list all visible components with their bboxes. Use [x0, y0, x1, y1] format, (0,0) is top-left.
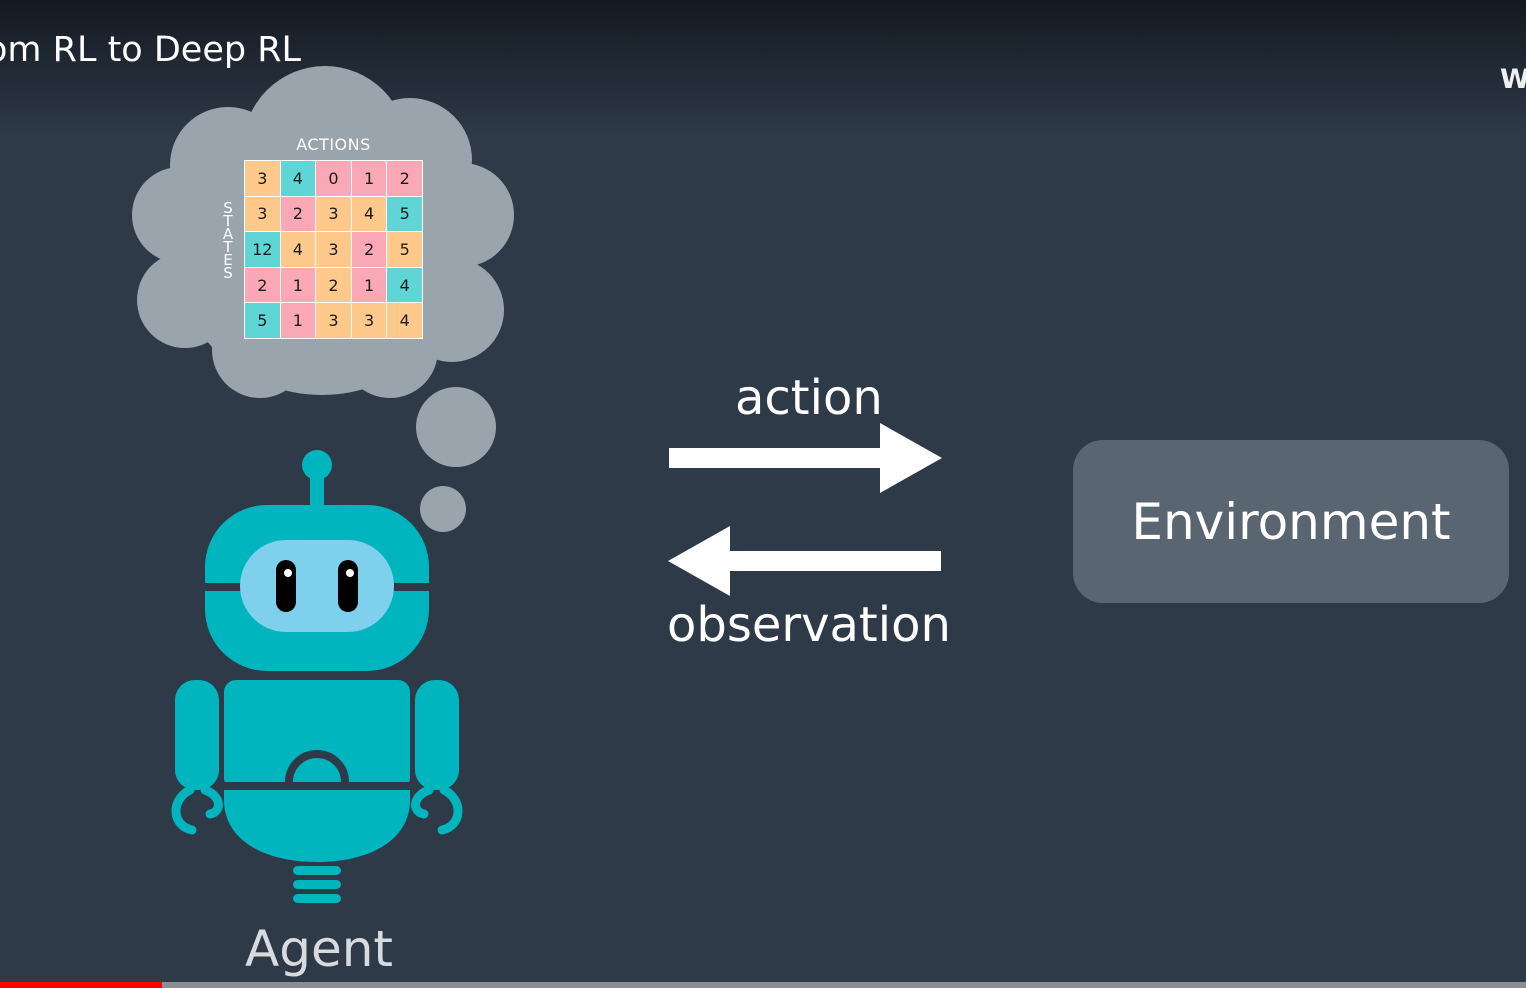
- environment-box: Environment: [1073, 440, 1509, 603]
- right-arrow-icon: [669, 423, 942, 493]
- q-table-cell: 4: [280, 161, 316, 196]
- action-label: action: [735, 370, 883, 426]
- q-table-cell: 1: [351, 267, 387, 303]
- q-table-cell: 5: [387, 196, 422, 232]
- q-table-cell: 12: [245, 232, 280, 267]
- video-progress-fill: [0, 982, 162, 988]
- q-table-cell: 5: [245, 303, 280, 338]
- left-arrow-icon: [668, 526, 941, 596]
- environment-label: Environment: [1131, 492, 1451, 551]
- q-table-cell: 3: [316, 303, 351, 338]
- corner-watermark: W: [1500, 64, 1526, 95]
- q-table-cell: 3: [316, 232, 351, 267]
- q-table-states-label: S T A T E S: [222, 199, 234, 282]
- q-table-cell: 2: [316, 267, 351, 303]
- q-table-cell: 2: [387, 161, 422, 196]
- q-table-cell: 3: [245, 161, 280, 196]
- q-table-cell: 2: [351, 232, 387, 267]
- q-table-cell: 2: [245, 267, 280, 303]
- q-table-actions-label: ACTIONS: [296, 135, 371, 154]
- q-table-cell: 1: [280, 267, 316, 303]
- q-table-cell: 5: [387, 232, 422, 267]
- video-title[interactable]: om RL to Deep RL: [0, 30, 302, 70]
- q-table-cell: 2: [280, 196, 316, 232]
- q-table-cell: 4: [387, 267, 422, 303]
- q-table-cell: 3: [316, 196, 351, 232]
- q-table-cell: 1: [280, 303, 316, 338]
- q-table-cell: 0: [316, 161, 351, 196]
- q-table-cell: 4: [280, 232, 316, 267]
- video-progress-bar[interactable]: [0, 982, 1526, 988]
- q-table-cell: 1: [351, 161, 387, 196]
- observation-label: observation: [667, 597, 951, 653]
- q-table-cell: 3: [245, 196, 280, 232]
- q-table-cell: 4: [351, 196, 387, 232]
- agent-label: Agent: [245, 920, 393, 978]
- robot-agent-icon: [171, 450, 463, 903]
- q-table-cell: 4: [387, 303, 422, 338]
- q-table-cell: 3: [351, 303, 387, 338]
